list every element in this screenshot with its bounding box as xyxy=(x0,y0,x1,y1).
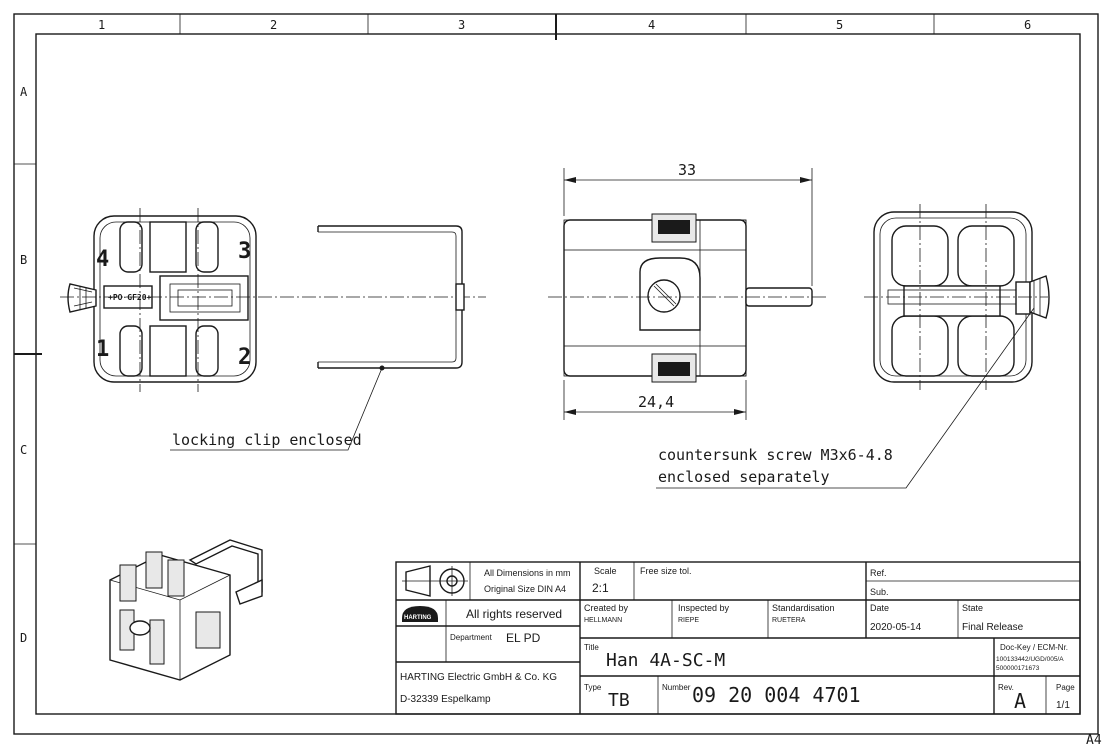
sub-label: Sub. xyxy=(870,587,889,597)
inspected-label: Inspected by xyxy=(678,603,730,613)
col-label-5: 5 xyxy=(836,18,843,32)
department-label: Department xyxy=(450,633,493,642)
dimension-width: 33 xyxy=(678,161,696,179)
pin-number-4: 4 xyxy=(96,247,109,272)
dims-note-2: Original Size DIN A4 xyxy=(484,584,566,594)
pin-number-3: 3 xyxy=(238,239,251,264)
created-label: Created by xyxy=(584,603,629,613)
date-value: 2020-05-14 xyxy=(870,622,922,633)
row-label-d: D xyxy=(20,631,27,645)
standard-value: RUETERA xyxy=(772,617,806,624)
front-view: +PO·GF20+ 4 3 1 2 xyxy=(60,208,486,392)
type-label: Type xyxy=(584,683,602,692)
company-line2: D-32339 Espelkamp xyxy=(400,694,491,705)
title-value: Han 4A-SC-M xyxy=(606,650,725,671)
col-label-1: 1 xyxy=(98,18,105,32)
projection-symbol-icon xyxy=(402,565,468,597)
rev-label: Rev. xyxy=(998,683,1014,692)
logo-text: HARTING xyxy=(404,615,432,621)
locking-clip-view: locking clip enclosed xyxy=(170,225,465,451)
free-size-tol: Free size tol. xyxy=(640,566,692,576)
row-label-c: C xyxy=(20,443,27,457)
state-value: Final Release xyxy=(962,622,1024,633)
page-label: Page xyxy=(1056,683,1075,692)
col-label-2: 2 xyxy=(270,18,277,32)
dockey-line2: 100133442/UGD/005/A xyxy=(996,656,1064,663)
col-label-3: 3 xyxy=(458,18,465,32)
number-value: 09 20 004 4701 xyxy=(692,683,861,707)
number-label: Number xyxy=(662,683,691,692)
ref-label: Ref. xyxy=(870,568,887,578)
scale-label: Scale xyxy=(594,566,617,576)
dockey-line3: 500000171673 xyxy=(996,665,1040,672)
pin-number-2: 2 xyxy=(238,345,251,370)
col-label-6: 6 xyxy=(1024,18,1031,32)
title-block: All Dimensions in mm Original Size DIN A… xyxy=(395,561,1081,715)
dimension-body: 24,4 xyxy=(638,393,674,411)
screw-note-line1: countersunk screw M3x6-4.8 xyxy=(658,446,893,464)
standard-label: Standardisation xyxy=(772,603,835,613)
locking-clip-note: locking clip enclosed xyxy=(172,431,362,449)
inspected-value: RIEPE xyxy=(678,617,699,624)
department-value: EL PD xyxy=(506,631,541,645)
rear-view: countersunk screw M3x6-4.8 enclosed sepa… xyxy=(656,204,1050,489)
row-label-a: A xyxy=(20,85,28,99)
scale-value: 2:1 xyxy=(592,581,609,595)
pin-number-1: 1 xyxy=(96,337,109,362)
side-view: 33 24,4 xyxy=(548,161,828,420)
rights-text: All rights reserved xyxy=(466,607,562,621)
state-label: State xyxy=(962,603,983,613)
company-line1: HARTING Electric GmbH & Co. KG xyxy=(400,672,557,683)
title-label: Title xyxy=(584,643,599,652)
rev-value: A xyxy=(1014,689,1026,713)
col-label-4: 4 xyxy=(648,18,655,32)
dockey-line1: Doc-Key / ECM-Nr. xyxy=(1000,643,1068,652)
page-value: 1/1 xyxy=(1056,700,1070,711)
row-label-b: B xyxy=(20,253,27,267)
part-marking: +PO·GF20+ xyxy=(108,293,152,302)
harting-logo-icon: HARTING xyxy=(402,606,438,622)
date-label: Date xyxy=(870,603,889,613)
created-value: HELLMANN xyxy=(584,617,622,624)
type-value: TB xyxy=(608,690,630,711)
isometric-view xyxy=(109,539,263,681)
screw-note-line2: enclosed separately xyxy=(658,468,830,486)
sheet-size-label: A4 xyxy=(1086,733,1102,748)
dims-note-1: All Dimensions in mm xyxy=(484,568,571,578)
